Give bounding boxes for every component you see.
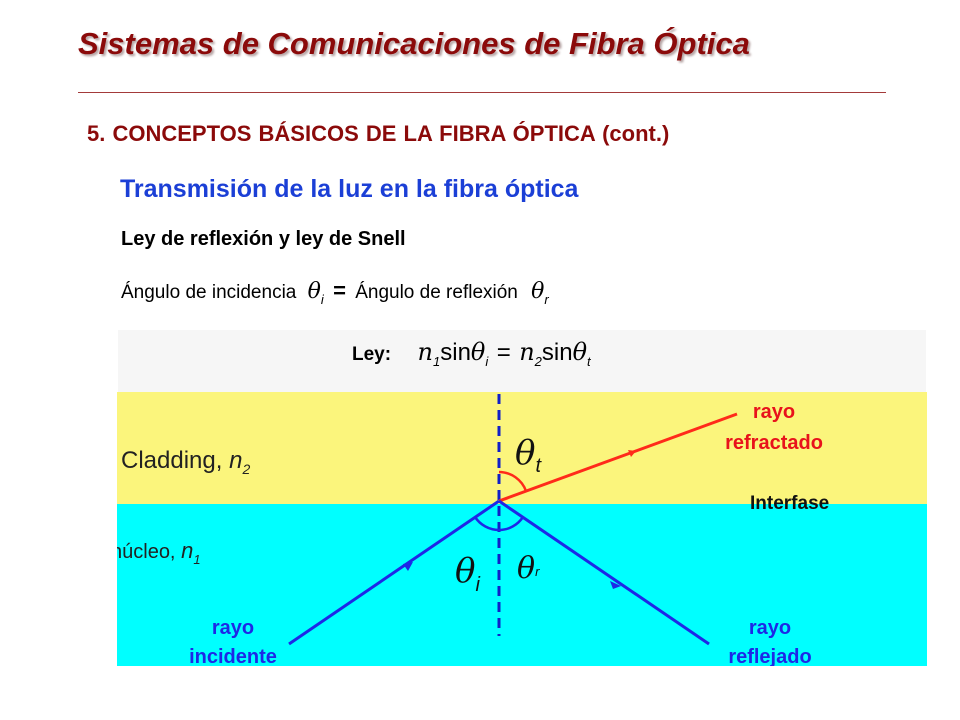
snell-theta-i: θi — [470, 338, 489, 369]
incident-label-line1: rayo — [212, 617, 254, 639]
snell-equals: = — [496, 339, 511, 366]
theta-i-symbol: θi — [307, 279, 324, 307]
theta-r-arc — [498, 516, 525, 532]
subtitle: Transmisión de la luz en la fibra óptica — [120, 175, 579, 203]
theta-r-symbol: θr — [531, 279, 549, 307]
cladding-label: Cladding, n2 — [121, 447, 250, 477]
reflected-label-line2: reflejado — [728, 646, 811, 666]
reflected-ray-arrow — [610, 581, 621, 589]
snell-law-box — [118, 330, 926, 392]
page-title: Sistemas de Comunicaciones de Fibra Ópti… — [78, 26, 750, 61]
refracted-ray — [498, 412, 738, 503]
incident-ray-arrow — [403, 562, 413, 571]
incident-label-line2: incidente — [189, 646, 277, 666]
reflection-law: Ángulo de incidencia θi = Ángulo de refl… — [121, 278, 549, 307]
snell-theta-t: θt — [572, 338, 591, 369]
theta-i-label: θi — [455, 551, 480, 596]
snell-law-label: Ley: — [352, 344, 392, 365]
core-label: núcleo, n1 — [117, 538, 201, 567]
refracted-label-line2: refractado — [725, 432, 823, 454]
reflected-label-line1: rayo — [749, 617, 791, 639]
reflection-angle-text: Ángulo de reflexión — [355, 282, 518, 303]
theta-i-arc — [473, 516, 500, 532]
snell-n2: n2 — [519, 338, 542, 369]
title-divider — [78, 92, 886, 93]
refracted-label-line1: rayo — [753, 401, 795, 423]
law-heading: Ley de reflexión y ley de Snell — [121, 228, 406, 250]
incident-ray — [288, 499, 500, 646]
interface-label: Interfase — [750, 493, 829, 514]
section-title: 5. CONCEPTOS BÁSICOS DE LA FIBRA ÓPTICA … — [87, 121, 670, 146]
snell-sin2: sin — [541, 339, 573, 366]
fiber-refraction-diagram: Cladding, n2 núcleo, n1 Interfase rayo r… — [117, 392, 927, 666]
theta-t-label: θt — [515, 433, 542, 477]
snell-law: Ley: n1sinθi = n2sinθt — [352, 338, 591, 369]
incidence-angle-text: Ángulo de incidencia — [121, 282, 297, 303]
theta-t-arc — [498, 470, 528, 492]
theta-r-label: θr — [517, 551, 540, 586]
refracted-ray-arrow — [628, 450, 636, 457]
snell-sin1: sin — [440, 339, 471, 366]
core-region — [117, 504, 927, 666]
reflected-ray — [498, 499, 710, 646]
equals-sign: = — [333, 278, 346, 303]
snell-n1: n1 — [417, 338, 441, 369]
